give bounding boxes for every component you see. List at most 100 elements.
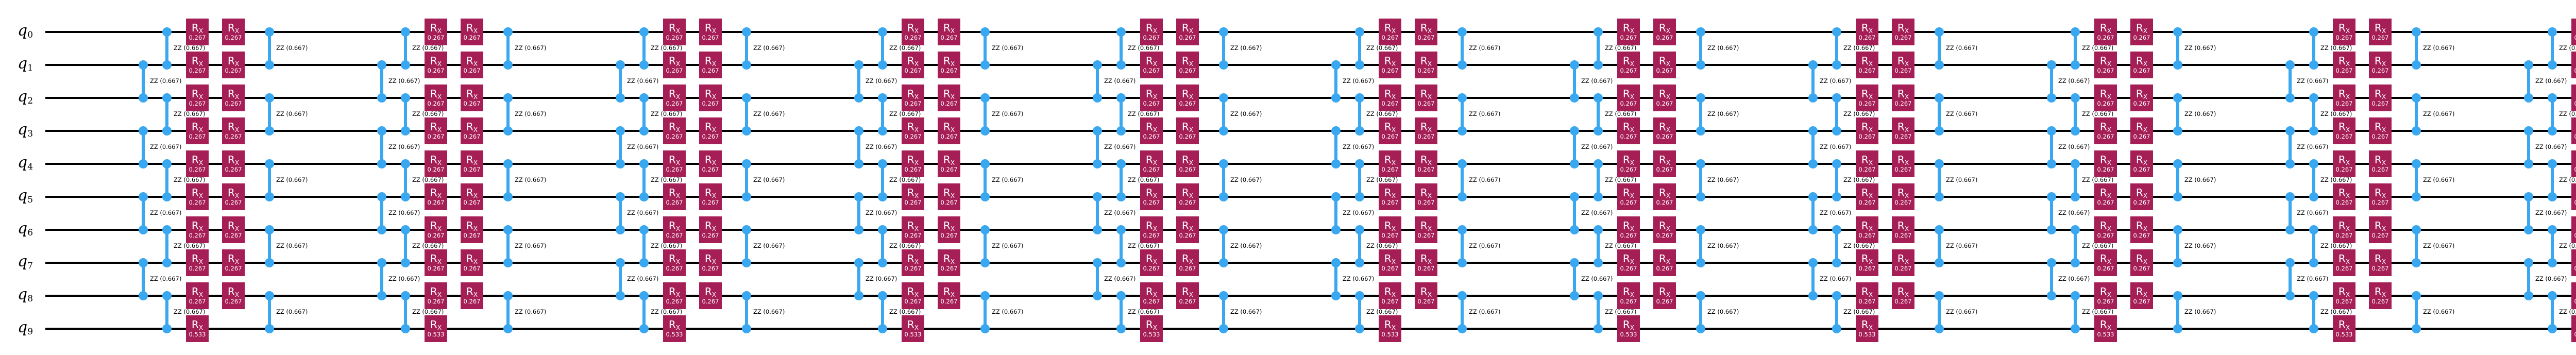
zz-gate-connector[interactable] (1699, 230, 1702, 263)
zz-gate-connector[interactable] (506, 98, 510, 131)
zz-gate-node[interactable] (1355, 258, 1364, 267)
zz-gate-connector[interactable] (2074, 296, 2077, 329)
zz-gate-node[interactable] (265, 324, 274, 333)
zz-gate-connector[interactable] (1938, 164, 1941, 197)
zz-gate-node[interactable] (878, 324, 887, 333)
zz-gate-connector[interactable] (984, 296, 987, 329)
zz-gate-node[interactable] (1570, 93, 1579, 103)
zz-gate-node[interactable] (1116, 126, 1126, 136)
zz-gate-node[interactable] (1458, 225, 1467, 234)
zz-gate-node[interactable] (1935, 291, 1944, 300)
zz-gate-node[interactable] (2548, 258, 2557, 267)
zz-gate-node[interactable] (2173, 192, 2182, 201)
zz-gate-node[interactable] (742, 159, 751, 168)
zz-gate-connector[interactable] (404, 296, 407, 329)
zz-gate-node[interactable] (1093, 225, 1102, 234)
zz-gate-connector[interactable] (404, 98, 407, 131)
zz-gate-connector[interactable] (1334, 131, 1337, 164)
zz-gate-node[interactable] (1570, 60, 1579, 70)
zz-gate-node[interactable] (2524, 60, 2533, 70)
zz-gate-node[interactable] (639, 192, 649, 201)
zz-gate-node[interactable] (162, 60, 172, 70)
zz-gate-node[interactable] (1594, 324, 1603, 333)
zz-gate-connector[interactable] (2527, 263, 2530, 296)
zz-gate-connector[interactable] (881, 32, 884, 65)
zz-gate-node[interactable] (162, 192, 172, 201)
zz-gate-node[interactable] (1458, 192, 1467, 201)
zz-gate-connector[interactable] (268, 98, 271, 131)
zz-gate-connector[interactable] (1811, 131, 1815, 164)
zz-gate-node[interactable] (1331, 225, 1341, 234)
zz-gate-connector[interactable] (2074, 32, 2077, 65)
zz-gate-connector[interactable] (1222, 98, 1225, 131)
zz-gate-node[interactable] (1355, 291, 1364, 300)
zz-gate-connector[interactable] (1096, 65, 1099, 98)
zz-gate-node[interactable] (1219, 291, 1228, 300)
zz-gate-node[interactable] (980, 291, 990, 300)
zz-gate-node[interactable] (1093, 291, 1102, 300)
zz-gate-node[interactable] (2412, 27, 2421, 37)
zz-gate-node[interactable] (2412, 324, 2421, 333)
zz-gate-node[interactable] (2412, 93, 2421, 103)
zz-gate-connector[interactable] (1835, 230, 1838, 263)
zz-gate-node[interactable] (2071, 27, 2080, 37)
zz-gate-node[interactable] (1219, 60, 1228, 70)
zz-gate-connector[interactable] (1334, 65, 1337, 98)
zz-gate-node[interactable] (162, 225, 172, 234)
zz-gate-node[interactable] (2548, 27, 2557, 37)
rx-gate[interactable]: RX0.267 (2571, 52, 2576, 78)
zz-gate-node[interactable] (2548, 324, 2557, 333)
zz-gate-node[interactable] (1808, 291, 1818, 300)
zz-gate-node[interactable] (2309, 93, 2318, 103)
zz-gate-connector[interactable] (404, 164, 407, 197)
zz-gate-node[interactable] (854, 225, 863, 234)
zz-gate-connector[interactable] (2289, 131, 2292, 164)
zz-gate-node[interactable] (1458, 258, 1467, 267)
zz-gate-node[interactable] (2548, 192, 2557, 201)
zz-gate-connector[interactable] (506, 32, 510, 65)
zz-gate-connector[interactable] (2551, 230, 2554, 263)
zz-gate-node[interactable] (878, 225, 887, 234)
zz-gate-node[interactable] (2548, 93, 2557, 103)
zz-gate-node[interactable] (1808, 60, 1818, 70)
zz-gate-node[interactable] (2047, 93, 2056, 103)
zz-gate-node[interactable] (503, 159, 513, 168)
zz-gate-connector[interactable] (165, 32, 168, 65)
zz-gate-connector[interactable] (2415, 296, 2418, 329)
zz-gate-connector[interactable] (2176, 164, 2179, 197)
zz-gate-connector[interactable] (2415, 230, 2418, 263)
zz-gate-node[interactable] (1458, 126, 1467, 136)
zz-gate-node[interactable] (980, 192, 990, 201)
zz-gate-node[interactable] (162, 258, 172, 267)
zz-gate-connector[interactable] (506, 296, 510, 329)
